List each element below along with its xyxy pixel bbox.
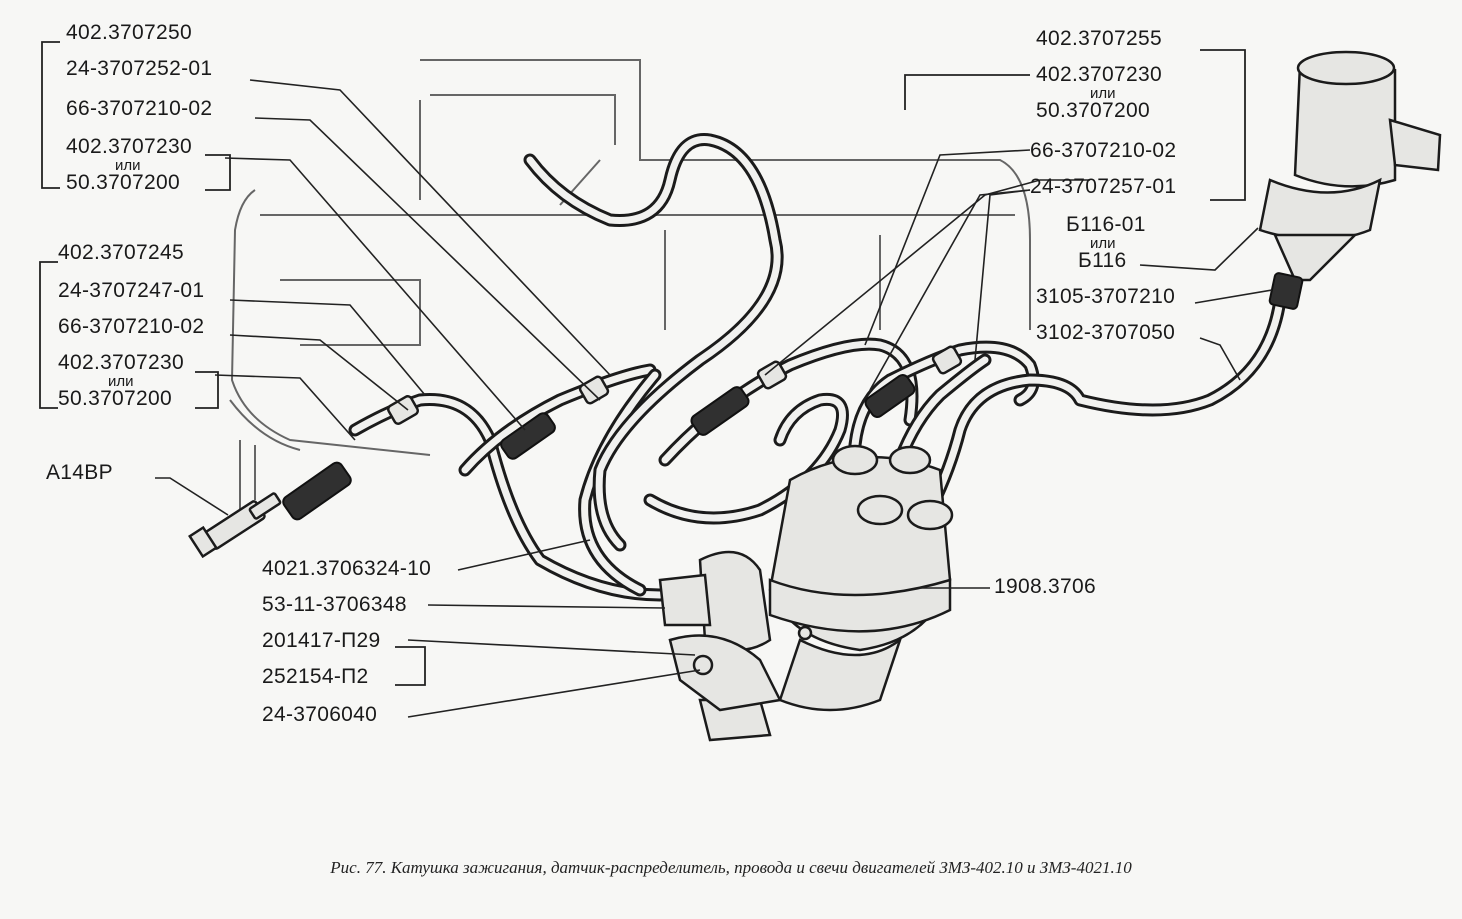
- figure-caption: Рис. 77. Катушка зажигания, датчик-распр…: [330, 858, 1132, 877]
- leader-lines: [155, 79, 1273, 718]
- label-402-3707250: 402.3707250: [66, 21, 192, 44]
- distributor: [658, 444, 954, 742]
- label-b116: Б116: [1078, 249, 1127, 272]
- label-24-3707257-01: 24-3707257-01: [1030, 175, 1177, 198]
- label-24-3706040: 24-3706040: [262, 703, 378, 726]
- wire-connectors: [282, 345, 963, 521]
- ignition-wires: [348, 133, 1287, 602]
- label-ili-upper-left: или: [115, 157, 141, 174]
- label-a14vr: А14ВР: [46, 461, 113, 484]
- label-b116-01: Б116-01: [1066, 213, 1146, 236]
- label-1908-3706: 1908.3706: [994, 575, 1096, 598]
- label-3105-3707210: 3105-3707210: [1036, 285, 1176, 308]
- label-252154-p2: 252154-П2: [262, 665, 369, 688]
- label-53-11-3706348: 53-11-3706348: [262, 593, 407, 616]
- label-ili-lower-left: или: [108, 373, 134, 390]
- ignition-coil: [1258, 50, 1442, 310]
- engine-block-outline: [229, 59, 1031, 520]
- label-50-3707200-upper-left: 50.3707200: [66, 171, 180, 194]
- label-24-3707252-01: 24-3707252-01: [66, 57, 213, 80]
- label-66-3707210-02-upper-left: 66-3707210-02: [66, 97, 213, 120]
- label-402-3707230-right: 402.3707230: [1036, 63, 1162, 86]
- label-66-3707210-02-lower-left: 66-3707210-02: [58, 315, 205, 338]
- label-201417-p29: 201417-П29: [262, 629, 381, 652]
- label-4021-3706324-10: 4021.3706324-10: [262, 557, 432, 580]
- label-66-3707210-02-right: 66-3707210-02: [1030, 139, 1177, 162]
- label-402-3707255: 402.3707255: [1036, 27, 1162, 50]
- label-24-3707247-01: 24-3707247-01: [58, 279, 205, 302]
- label-402-3707230-upper-left: 402.3707230: [66, 135, 192, 158]
- label-50-3707200-lower-left: 50.3707200: [58, 387, 172, 410]
- spark-plug: [188, 492, 282, 559]
- label-402-3707230-lower-left: 402.3707230: [58, 351, 184, 374]
- label-ili-right: или: [1090, 85, 1116, 102]
- label-ili-coil: или: [1090, 235, 1116, 252]
- label-3102-3707050: 3102-3707050: [1036, 321, 1176, 344]
- label-402-3707245: 402.3707245: [58, 241, 184, 264]
- label-50-3707200-right: 50.3707200: [1036, 99, 1150, 122]
- label-brackets: [39, 41, 1246, 686]
